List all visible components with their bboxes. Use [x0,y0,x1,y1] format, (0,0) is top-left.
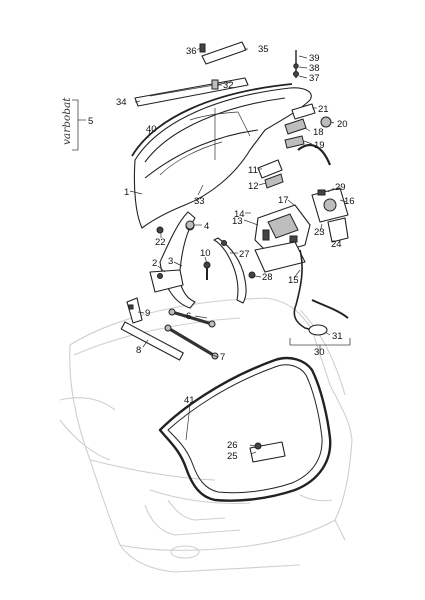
callout-36: 36 [186,46,197,57]
gas-strut-7 [164,324,219,360]
callout-13: 13 [232,216,243,227]
callout-39: 39 [309,53,320,64]
callout-8: 8 [136,345,141,356]
callout-38: 38 [309,63,320,74]
callout-12: 12 [248,181,259,192]
callout-40: 40 [146,124,157,135]
callout-17: 17 [278,195,289,206]
car-body-outline [59,297,353,573]
emergency-release [308,299,349,336]
callout-35: 35 [258,44,269,55]
callout-18: 18 [313,127,324,138]
callout-24: 24 [331,239,342,250]
callout-9: 9 [145,308,150,319]
lock-assembly [254,204,311,256]
spring-clip [199,43,206,53]
hinge-left [149,211,196,309]
lock-striker [249,441,286,463]
callout-23: 23 [314,227,325,238]
callout-5: 5 [88,116,93,127]
callout-2: 2 [152,258,157,269]
callout-34: 34 [116,97,127,108]
callout-33: 33 [194,196,205,207]
lid-fastener [211,79,219,90]
callout-4: 4 [204,221,209,232]
leader-lines [129,47,347,455]
callout-32: 32 [223,80,234,91]
callout-20: 20 [337,119,348,130]
lock-bracket [254,241,306,273]
callout-numbers: 1 2 3 4 5 6 7 8 9 10 11 12 13 14 15 16 1… [88,44,355,462]
callout-29: 29 [335,182,346,193]
release-switch [257,159,284,189]
hinge-right [213,237,247,304]
callout-25: 25 [227,451,238,462]
callout-19: 19 [314,140,325,151]
callout-3: 3 [168,256,173,267]
screw-22 [156,226,164,234]
callout-26: 26 [227,440,238,451]
trunk-lid [133,87,312,229]
callout-11: 11 [248,165,258,176]
antenna-cable [293,50,299,78]
callout-6: 6 [186,311,191,322]
callout-27: 27 [239,249,250,260]
callout-22: 22 [155,237,166,248]
gas-strut-6 [168,308,216,328]
callout-16: 16 [344,196,355,207]
strut-bracket [126,297,143,324]
callout-31: 31 [332,331,343,342]
trim-plate [201,41,247,65]
callout-1: 1 [124,187,129,198]
callout-37: 37 [309,73,320,84]
lid-lamp-housing [284,103,332,149]
callout-15: 15 [288,275,299,286]
spring-strut [120,321,184,361]
cable-bow [297,143,332,166]
boot-seal-inner [167,364,323,494]
callout-28: 28 [262,272,273,283]
callout-7: 7 [220,352,225,363]
boot-seal [158,356,332,502]
nut-28 [248,271,256,279]
bowden-cable [293,249,321,333]
grommet-4 [185,220,195,230]
brace-5 [72,99,79,151]
callout-41: 41 [184,395,195,406]
callout-21: 21 [318,104,329,115]
closing-motor [311,187,349,243]
script-label: varbobat [61,97,73,145]
hinge-bolt [203,261,211,280]
trunk-lid-seal [131,83,293,157]
callout-30: 30 [314,347,325,358]
callout-10: 10 [200,248,211,259]
callout-14: 14 [234,209,245,220]
